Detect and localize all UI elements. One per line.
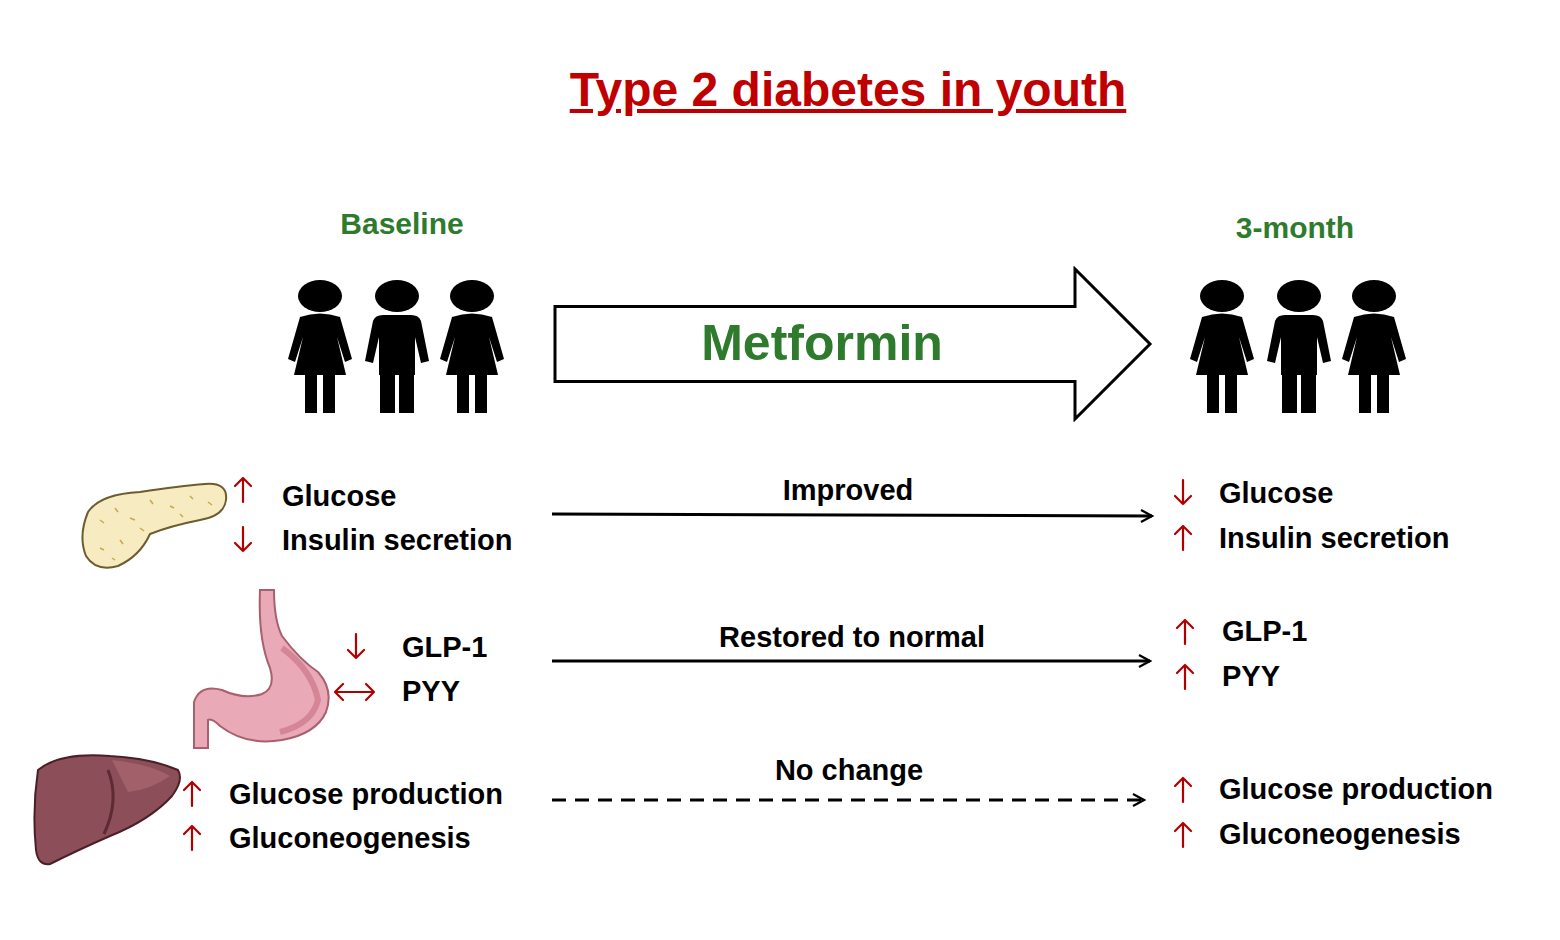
people-icon xyxy=(288,280,504,413)
measure-text: Gluconeogenesis xyxy=(1219,818,1461,851)
liver-icon xyxy=(34,755,180,864)
measure-text: PYY xyxy=(1222,660,1280,693)
measure-text: Glucose xyxy=(282,480,396,513)
measure-text: Glucose xyxy=(1219,477,1333,510)
change-label: No change xyxy=(775,754,923,787)
measure-text: Gluconeogenesis xyxy=(229,822,471,855)
drug-label: Metformin xyxy=(701,315,943,373)
measure-text: PYY xyxy=(402,675,460,708)
title: Type 2 diabetes in youth xyxy=(570,62,1127,117)
stomach-icon xyxy=(194,590,329,748)
pancreas-icon xyxy=(82,484,226,568)
measure-text: GLP-1 xyxy=(1222,615,1307,648)
people-icon xyxy=(1190,280,1406,413)
change-label: Improved xyxy=(783,474,914,507)
measure-text: GLP-1 xyxy=(402,631,487,664)
measure-text: Glucose production xyxy=(1219,773,1493,806)
time-label: 3-month xyxy=(1236,211,1354,246)
measure-text: Insulin secretion xyxy=(1219,522,1449,555)
time-label: Baseline xyxy=(340,207,463,242)
measure-text: Glucose production xyxy=(229,778,503,811)
change-arrows xyxy=(552,514,1152,800)
change-label: Restored to normal xyxy=(719,621,985,654)
block-arrow: Metformin xyxy=(553,266,1153,422)
direction-arrows xyxy=(184,478,1193,850)
measure-text: Insulin secretion xyxy=(282,524,512,557)
